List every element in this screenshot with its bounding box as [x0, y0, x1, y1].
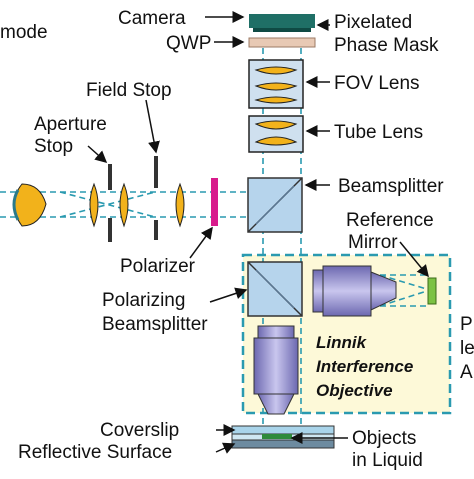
label-reflective-surface: Reflective Surface [18, 442, 172, 463]
label-right-fragment-2: le [460, 338, 474, 359]
label-tube-lens: Tube Lens [334, 122, 423, 143]
label-camera: Camera [118, 8, 186, 29]
label-aperture: Aperture [34, 114, 107, 135]
label-objects: Objects [352, 428, 416, 449]
beamsplitter-cube [247, 177, 303, 233]
tube-lens [248, 115, 304, 153]
fov-lens [248, 59, 304, 109]
label-polarizing-beamsplitter: Beamsplitter [102, 314, 208, 335]
label-beamsplitter: Beamsplitter [338, 176, 444, 197]
pixelated-phase-mask [253, 28, 311, 32]
reflective-surface [231, 439, 335, 449]
label-coverslip: Coverslip [100, 420, 179, 441]
qwp-plate [248, 37, 316, 48]
label-right-fragment-3: A [460, 362, 473, 383]
sample-objective [253, 325, 299, 415]
polarizer-element [211, 178, 218, 226]
label-linnik: Linnik [316, 333, 368, 352]
label-mode-fragment: mode [0, 22, 48, 43]
reference-objective [312, 265, 397, 317]
label-right-fragment-1: P [460, 314, 473, 335]
label-objective: Objective [316, 381, 393, 400]
label-stop: Stop [34, 136, 73, 157]
label-arrows [87, 11, 429, 454]
label-polarizer: Polarizer [120, 256, 196, 277]
label-interference: Interference [316, 357, 413, 376]
label-in-liquid: in Liquid [352, 450, 423, 471]
camera-sensor [249, 14, 315, 28]
label-phase-mask: Phase Mask [334, 35, 439, 56]
reference-mirror [427, 277, 437, 305]
coverslip [231, 425, 335, 435]
sample-dots [262, 434, 292, 439]
label-mirror: Mirror [348, 232, 398, 253]
label-qwp: QWP [166, 33, 211, 54]
label-reference: Reference [346, 210, 434, 231]
label-polarizing: Polarizing [102, 290, 185, 311]
label-pixelated: Pixelated [334, 12, 412, 33]
polarizing-beamsplitter-cube [247, 261, 303, 317]
label-field-stop: Field Stop [86, 80, 172, 101]
label-fov-lens: FOV Lens [334, 73, 420, 94]
illumination-optics [12, 156, 218, 242]
